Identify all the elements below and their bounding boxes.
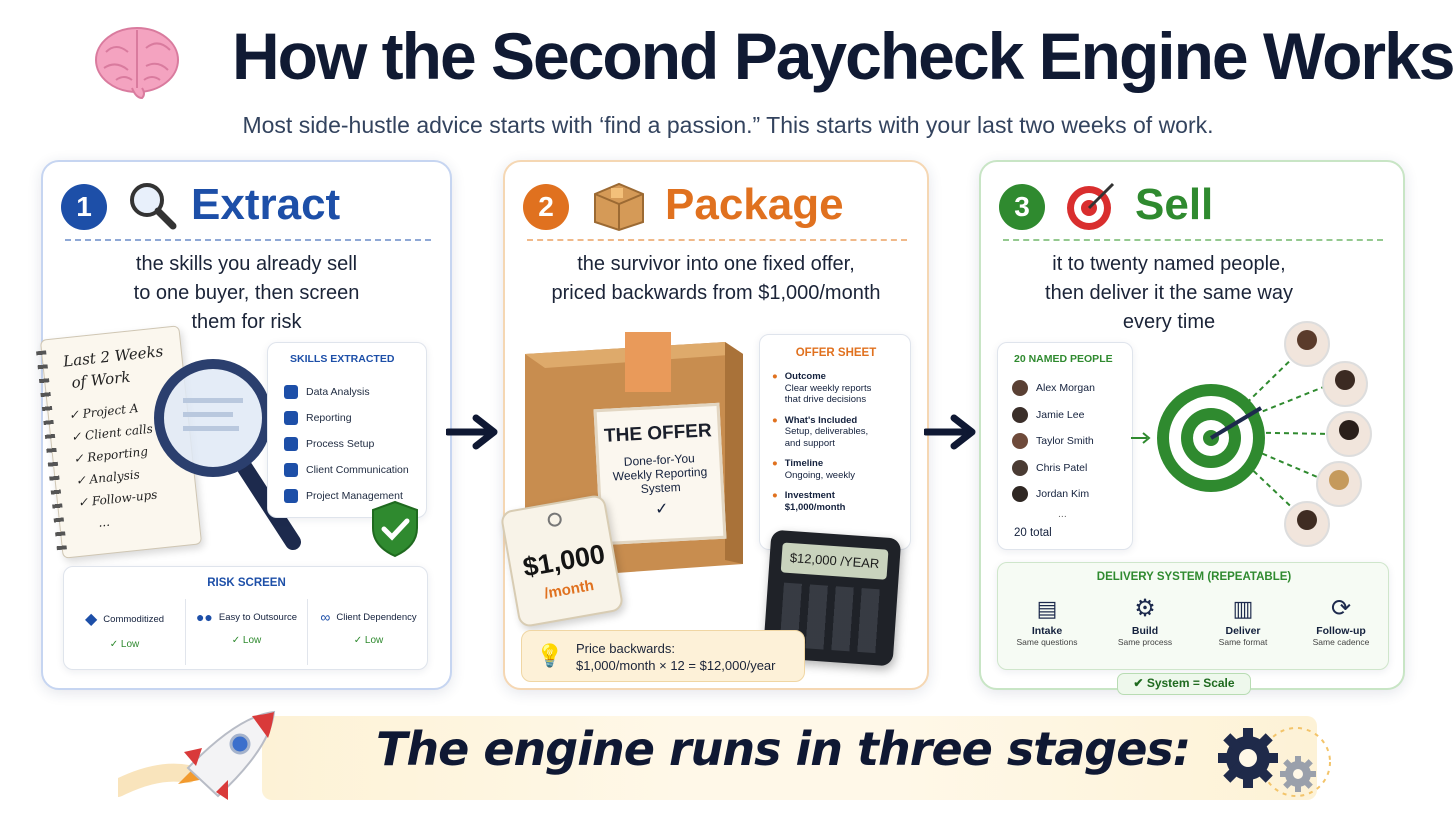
banner-text: The engine runs in three stages: [376,722,1191,776]
skill-item: Project Management [284,483,424,509]
check-circle-icon: ✓ [231,635,241,646]
risk-screen-card: RISK SCREEN ◆Commoditized ✓ Low ●●Easy t… [63,566,428,670]
person-item: Jamie Lee [1012,402,1132,429]
divider [1003,239,1383,241]
lightbulb-icon: 💡 [536,643,564,668]
check-circle-icon: ✓ [654,500,669,519]
avatar [1012,406,1028,423]
avatar [1284,321,1372,547]
skills-extracted-card: SKILLS EXTRACTED Data Analysis Reporting… [267,342,427,518]
person-item: Chris Patel [1012,455,1132,482]
step-title: Package [665,180,844,229]
offer-item: ●Investment$1,000/month [772,490,846,513]
step-number-badge: 3 [999,184,1045,230]
step-description: the survivor into one fixed offer, price… [551,253,881,304]
box-icon [591,180,647,232]
skill-item: Reporting [284,405,424,431]
check-circle-icon: ✔ [1133,676,1144,690]
person-item: Taylor Smith [1012,428,1132,455]
gear-icon: ⚙ [1134,595,1156,622]
step-description: the skills you already sell to one buyer… [133,253,360,333]
divider [65,239,431,241]
skill-item: Client Communication [284,457,424,483]
check-circle-icon: ● [772,458,778,469]
delivery-stage: ⟳ Follow-up Same cadence [1301,593,1381,667]
magnifying-glass-icon [127,180,179,232]
delivery-system-card: DELIVERY SYSTEM (REPEATABLE) ▤ Intake Sa… [997,562,1389,670]
delivery-stage: ▥ Deliver Same format [1203,593,1283,667]
flow-arrow-icon [444,412,500,452]
person-item: Alex Morgan [1012,375,1132,402]
risk-item: ∞Client Dependency ✓ Low [320,609,417,646]
chat-icon [284,463,298,477]
sell-panel: 3 Sell it to twenty named people, then d… [979,160,1405,695]
named-people-card: 20 NAMED PEOPLE Alex Morgan Jamie Lee Ta… [997,342,1133,550]
risk-item: ●●Easy to Outsource ✓ Low [186,599,308,665]
offer-label: THE OFFER Done-for-You Weekly Reporting … [593,402,727,546]
flow-arrow-icon [922,412,978,452]
extract-panel: 1 Extract the skills you already sell to… [36,160,452,690]
tag-icon: ◆ [84,611,98,628]
avatar [1012,486,1028,503]
target-illustration [1131,312,1401,552]
brain-icon [92,22,182,100]
delivery-stage: ▤ Intake Same questions [1007,593,1087,667]
rocket-icon [109,708,278,804]
skill-item: Data Analysis [284,379,424,405]
risk-item: ◆Commoditized ✓ Low [64,599,186,665]
skill-item: Process Setup [284,431,424,457]
avatar [1012,459,1028,476]
checkbox-icon [284,489,298,503]
chart-icon: ▥ [1232,596,1254,621]
check-circle-icon: ✓ [353,635,363,646]
clipboard-icon: ▤ [1036,596,1058,621]
divider [527,239,907,241]
link-icon: ∞ [320,609,331,625]
check-circle-icon: ● [772,490,778,501]
page-subtitle: Most side-hustle advice starts with ‘fin… [242,112,1214,138]
price-tag: $1,000 /month [499,493,625,629]
people-icon: ●● [195,609,213,625]
step-title: Extract [191,180,341,229]
gear-icon [284,437,298,451]
check-circle-icon: ● [772,371,778,382]
delivery-stage: ⚙ Build Same process [1105,593,1185,667]
refresh-icon: ⟳ [1330,595,1352,622]
target-icon [1065,180,1117,232]
check-circle-icon: ✓ [109,639,119,650]
person-item: Jordan Kim [1012,481,1132,508]
package-panel: 2 Package the survivor into one fixed of… [499,160,929,690]
bar-chart-icon [284,385,298,399]
shield-check-icon [369,500,421,558]
check-circle-icon: ● [772,414,778,426]
step-title: Sell [1135,180,1214,229]
gears-icon [1212,724,1362,800]
price-backwards-note: 💡 Price backwards: $1,000/month × 12 = $… [521,630,805,682]
step-number-badge: 2 [523,184,569,230]
avatar [1012,433,1028,450]
system-scale-badge: ✔ System = Scale [1117,673,1251,695]
document-icon [284,411,298,425]
bottom-banner [262,716,1317,800]
step-description: it to twenty named people, then deliver … [1045,253,1293,333]
step-number-badge: 1 [61,184,107,230]
avatar [1012,380,1028,397]
page-title: How the Second Paycheck Engine Works [232,19,1455,93]
